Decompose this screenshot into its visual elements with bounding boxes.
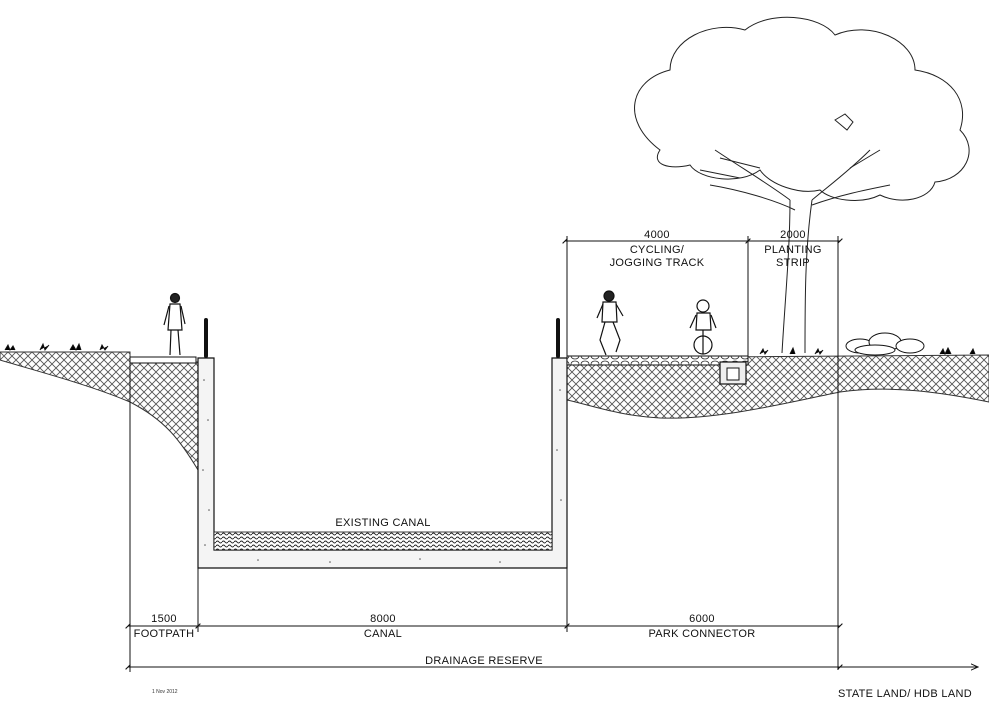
- bottom-dimension-lines: [125, 362, 978, 672]
- date-stamp: 1 Nov 2012: [152, 689, 178, 695]
- canal-label: CANAL: [364, 628, 402, 640]
- top-dimension-lines: [562, 236, 843, 670]
- jogger-figure: [596, 290, 624, 356]
- planting-width-label: 2000: [780, 229, 806, 241]
- cycling-track-slab: [566, 355, 749, 366]
- concrete-speckles: [202, 379, 562, 563]
- cyclist-figure: [689, 299, 717, 355]
- footpath-label: FOOTPATH: [134, 628, 195, 640]
- tree: [634, 16, 970, 354]
- park-width-label: 6000: [689, 613, 715, 625]
- footpath-width-label: 1500: [151, 613, 177, 625]
- existing-canal-label: EXISTING CANAL: [335, 517, 430, 529]
- canal-width-label: 8000: [370, 613, 396, 625]
- canal-structure: [197, 357, 568, 569]
- grass-tufts: [4, 342, 976, 356]
- railing-right: [556, 318, 560, 358]
- drainage-reserve-label: DRAINAGE RESERVE: [425, 655, 543, 667]
- ground-right: [566, 354, 989, 419]
- cycling-width-label: 4000: [644, 229, 670, 241]
- planting-label-line2: STRIP: [776, 257, 810, 269]
- ground-left: [0, 351, 199, 472]
- shrub: [845, 332, 925, 356]
- planting-label-line1: PLANTING: [764, 244, 821, 256]
- cycling-label-line2: JOGGING TRACK: [610, 257, 705, 269]
- park-connector-label: PARK CONNECTOR: [648, 628, 755, 640]
- footpath-slab: [129, 356, 197, 364]
- cycling-label-line1: CYCLING/: [630, 244, 685, 256]
- drain: [719, 361, 747, 385]
- canal-water: [213, 531, 553, 551]
- pedestrian-figure: [163, 292, 186, 356]
- railing-left: [204, 318, 208, 358]
- state-land-label: STATE LAND/ HDB LAND: [838, 688, 972, 700]
